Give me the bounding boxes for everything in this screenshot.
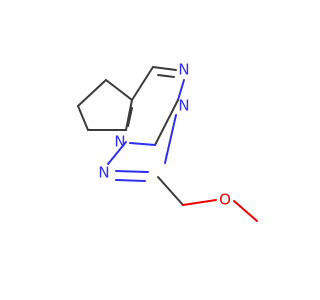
atom-label-o1: O bbox=[219, 191, 231, 209]
bond-ch-n-inner bbox=[157, 74, 175, 78]
bond-bridge-n bbox=[129, 142, 156, 146]
bond-n-c bbox=[177, 79, 185, 101]
bond-ch-n bbox=[152, 66, 177, 71]
atom-label-n3: N bbox=[178, 97, 189, 115]
bond-n-c2 bbox=[115, 170, 149, 173]
bond-o-ch3 bbox=[233, 200, 258, 222]
bond-n-n bbox=[107, 141, 127, 165]
molecule-structure: N N N N O bbox=[77, 61, 258, 222]
bond-c2-ch2 bbox=[157, 176, 184, 206]
bond-ch2-o bbox=[182, 199, 217, 206]
atom-label-n4: N bbox=[178, 61, 189, 79]
bond-c2-n bbox=[164, 114, 177, 164]
bond-fusion bbox=[125, 99, 133, 131]
bond-layer bbox=[77, 66, 258, 222]
bond-cp-left-top bbox=[77, 79, 107, 107]
bond-c-bridge bbox=[154, 99, 179, 146]
bond-cp-left-bottom bbox=[77, 105, 89, 131]
atom-label-layer: N N N N O bbox=[98, 61, 231, 209]
structure-canvas: N N N N O bbox=[77, 60, 258, 222]
bond-cp-top bbox=[105, 79, 133, 101]
bond-fusion-inner bbox=[127, 107, 133, 127]
bond-n-c2-inner bbox=[115, 179, 146, 182]
atom-label-n1: N bbox=[114, 133, 125, 151]
bond-c-ch bbox=[131, 66, 154, 101]
atom-label-n2: N bbox=[98, 164, 109, 182]
